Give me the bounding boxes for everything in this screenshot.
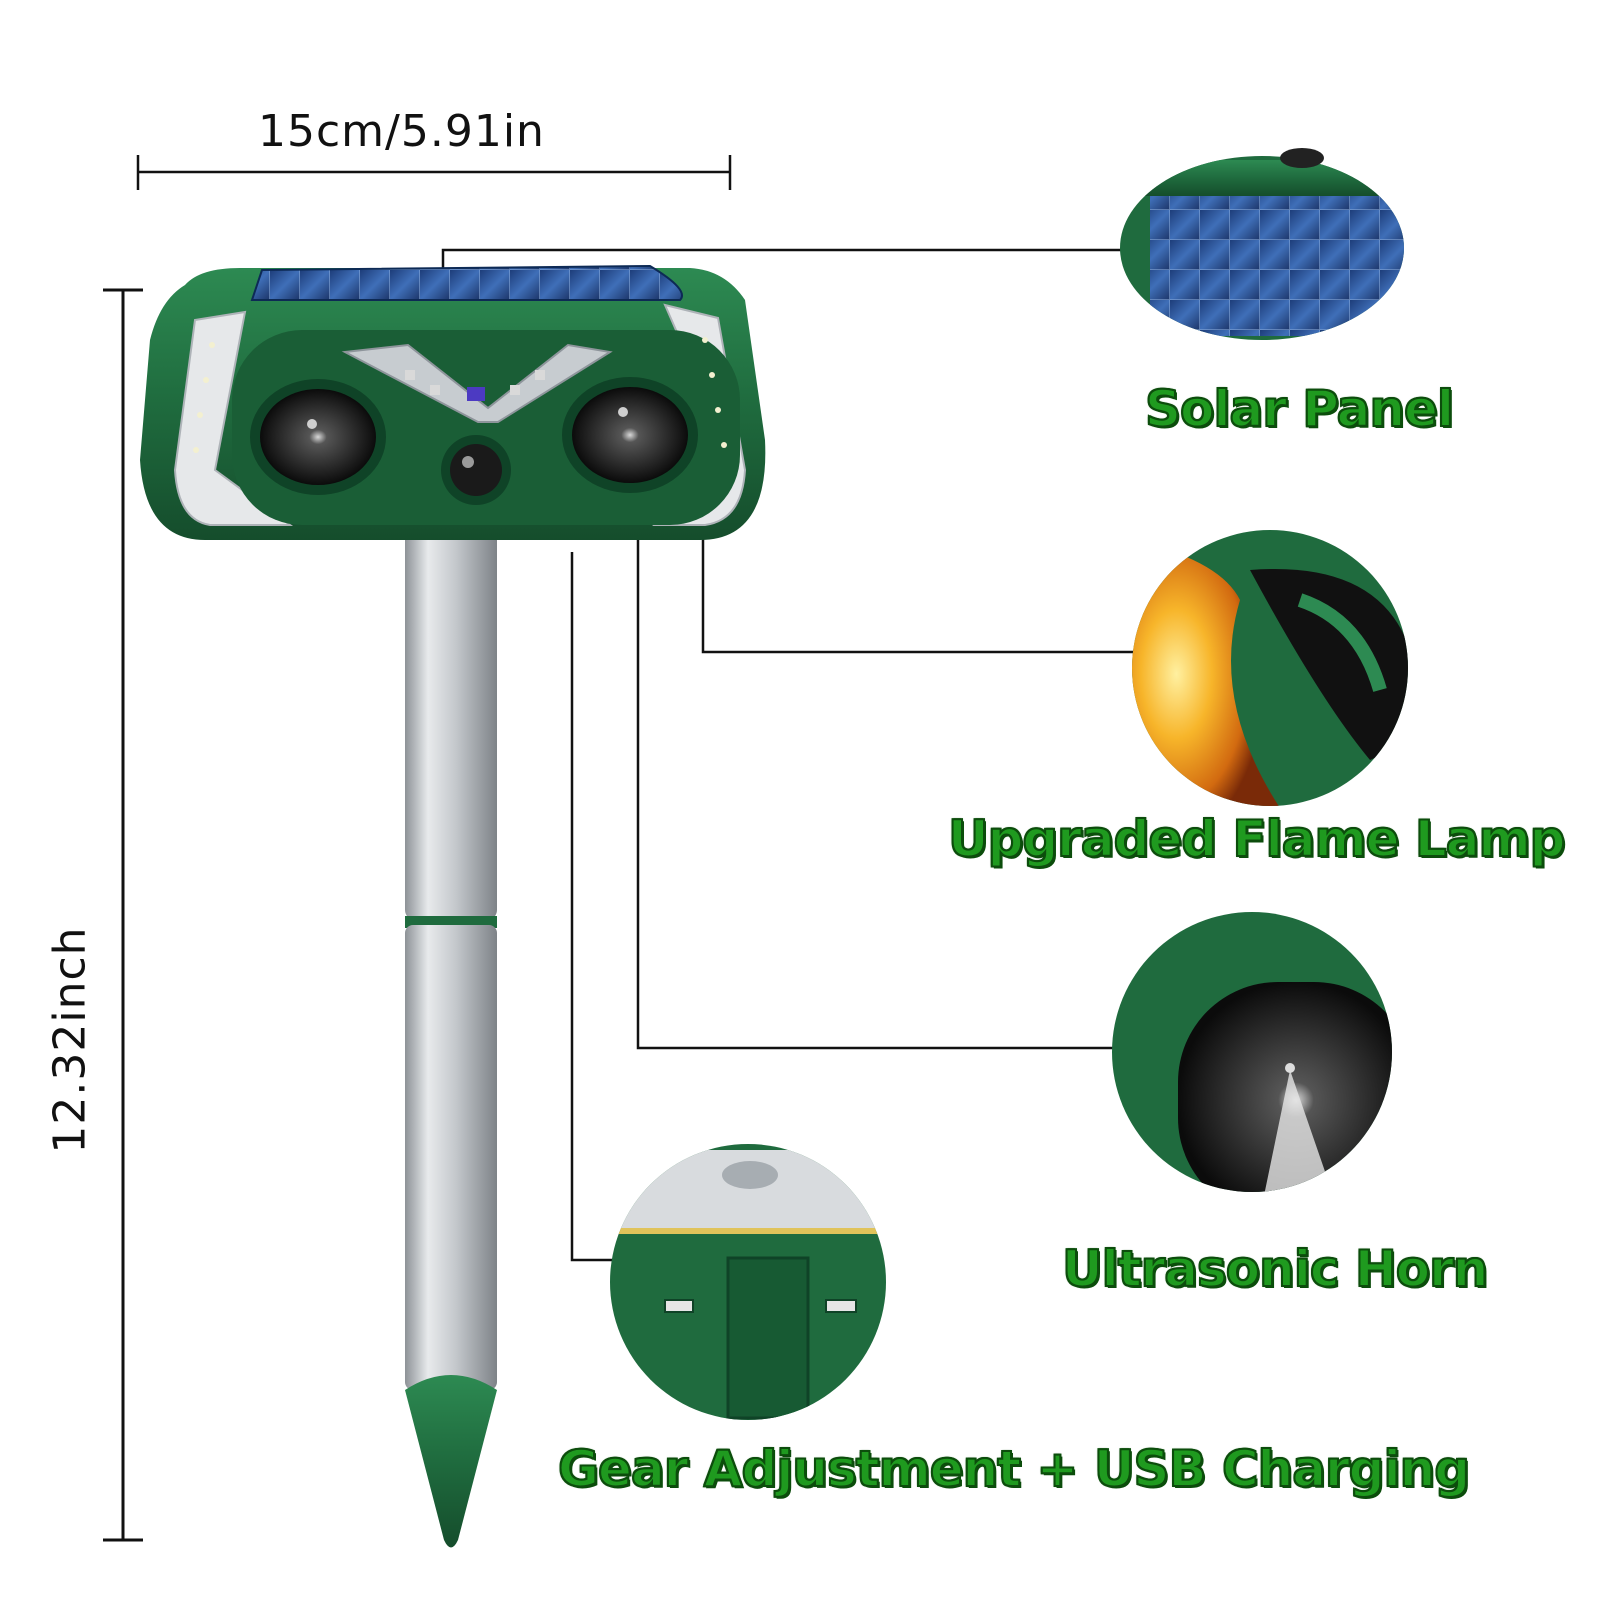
solar-panel-label: Solar Panel [1144,379,1455,439]
flame-lamp-detail [1132,530,1408,806]
flame-lamp-label: Upgraded Flame Lamp [947,809,1566,869]
ground-stake [405,525,497,1548]
indicator-panel [341,343,613,423]
solar-panel-top [250,264,683,301]
width-dimension-label: 15cm/5.91in [258,106,545,157]
height-dimension-line [103,288,143,1542]
left-ultrasonic-speaker [250,379,386,495]
gear-usb-detail [610,1144,886,1420]
pir-motion-sensor [441,435,511,505]
gear-usb-label: Gear Adjustment + USB Charging [557,1439,1471,1499]
led-dots [193,337,727,453]
solar-panel-detail [1120,148,1404,340]
uv-led [467,387,485,401]
usb-port [825,1299,857,1313]
gear-switch [664,1299,694,1313]
repeller-housing [140,264,766,540]
width-dimension-line [136,155,732,190]
right-ultrasonic-speaker [562,377,698,493]
ultrasonic-horn-label: Ultrasonic Horn [1061,1239,1489,1299]
ultrasonic-horn-detail [1112,912,1392,1192]
height-dimension-label: 12.32inch [44,926,96,1154]
